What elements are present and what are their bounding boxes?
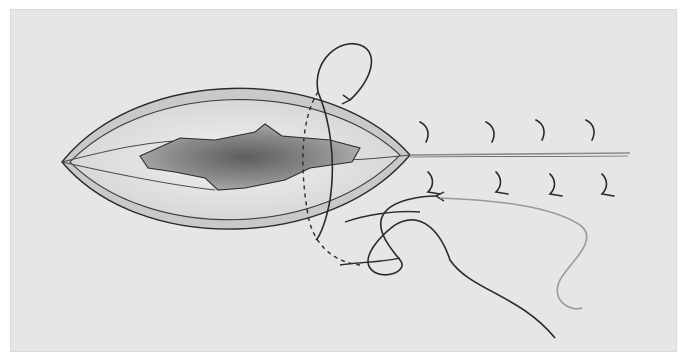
- closed-suture-line: [410, 153, 630, 155]
- suture-lower-strand-2: [340, 258, 400, 265]
- upper-stitch-1: [420, 122, 428, 142]
- lower-stitch-3: [550, 174, 562, 196]
- upper-stitch-2: [486, 122, 494, 142]
- suture-thread-light-tail: [440, 198, 587, 309]
- suture-upper-loop: [317, 44, 371, 100]
- closed-suture-line-edge: [410, 156, 628, 157]
- upper-stitch-marks: [420, 120, 594, 142]
- suture-thread-dark-tail: [368, 196, 555, 338]
- lower-stitch-2: [496, 172, 508, 194]
- upper-stitch-3: [536, 120, 544, 140]
- upper-stitch-4: [586, 120, 594, 140]
- suture-upper-loop-arrow: [342, 95, 350, 104]
- lower-stitch-marks: [428, 172, 614, 196]
- lower-stitch-1: [428, 172, 440, 194]
- lower-stitch-4: [602, 174, 614, 196]
